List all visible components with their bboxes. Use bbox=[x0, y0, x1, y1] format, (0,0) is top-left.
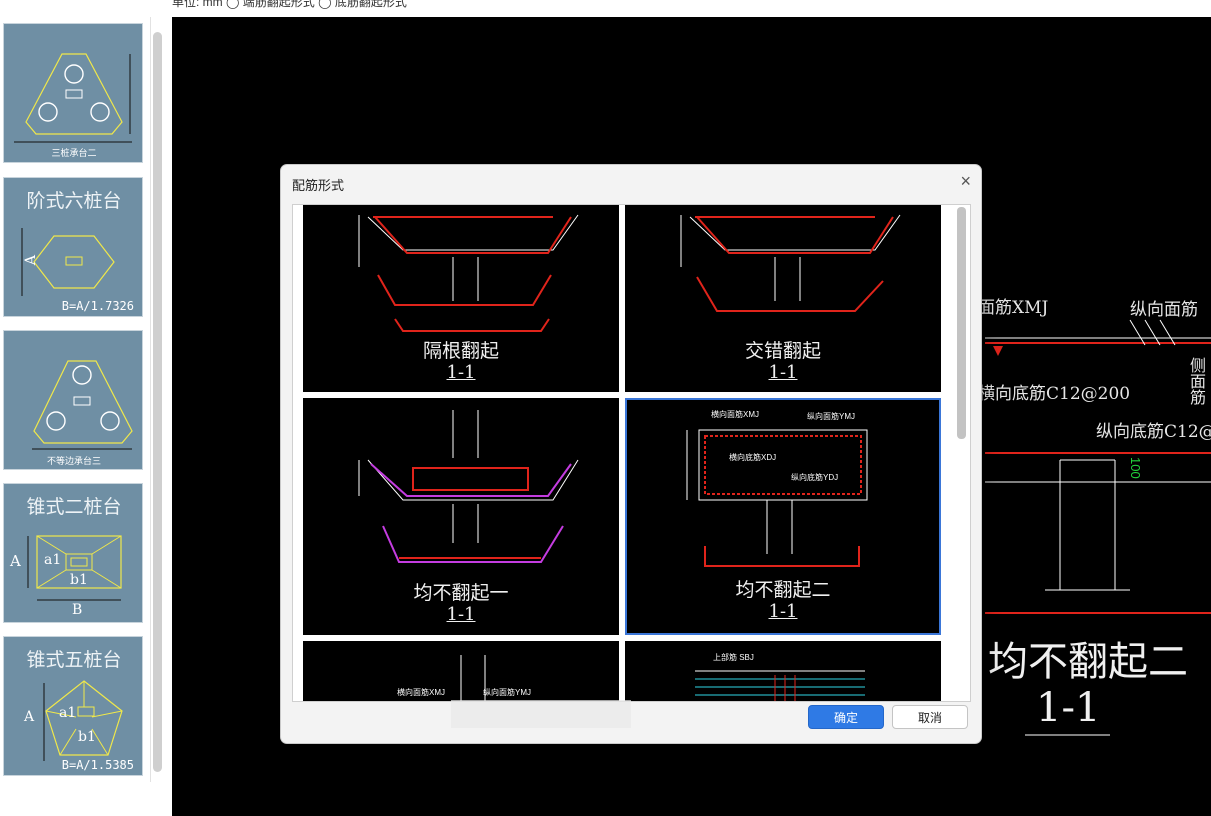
rebar-option-6[interactable]: 上部筋 SBJ bbox=[625, 641, 941, 701]
dialog-title: 配筋形式 bbox=[292, 178, 345, 193]
rebar-text-h-face: 横向面筋XMJ bbox=[711, 410, 759, 419]
rebar-option-section: 1-1 bbox=[768, 362, 798, 383]
thumb-b-label: B bbox=[72, 602, 83, 618]
rebar-text-v-bottom: 纵向底筋YDJ bbox=[791, 473, 839, 482]
thumb-a-label: A bbox=[10, 552, 21, 570]
cad-longitudinal-bottom-label: 纵向底筋C12@ bbox=[1096, 422, 1211, 442]
rebar-text-h-face: 横向面筋XMJ bbox=[397, 688, 445, 697]
thumb-b1-label: b1 bbox=[78, 729, 96, 745]
rebar-option-label: 隔根翻起 bbox=[422, 340, 499, 362]
rebar-form-options: 隔根翻起 1-1 交错翻起 1-1 bbox=[292, 204, 971, 702]
rebar-form-dialog: 配筋形式 × 隔根翻起 1-1 bbox=[280, 164, 982, 744]
rebar-text-h-bottom: 横向底筋XDJ bbox=[729, 453, 777, 462]
thumb-title: 阶式六桩台 bbox=[26, 190, 122, 212]
pile-cap-thumb-5[interactable]: 锥式五桩台 A a1 b1 B=A/1.5385 bbox=[3, 636, 143, 776]
thumb-a-label: A bbox=[23, 254, 40, 266]
rebar-option-section: 1-1 bbox=[446, 604, 476, 625]
rebar-option-1[interactable]: 隔根翻起 1-1 bbox=[303, 205, 619, 392]
rebar-option-1-drawing bbox=[358, 214, 579, 332]
close-icon[interactable]: × bbox=[960, 171, 971, 191]
thumb-caption: 不等边承台三 bbox=[46, 456, 101, 466]
hexagon-cap-diagram bbox=[21, 228, 115, 296]
rebar-option-3-drawing bbox=[358, 410, 579, 563]
dialog-scrollbar[interactable] bbox=[957, 207, 966, 439]
left-panel-scrollbar[interactable] bbox=[153, 32, 162, 772]
thumb-a-label: A bbox=[24, 709, 35, 725]
rebar-option-3[interactable]: 均不翻起一 1-1 bbox=[303, 398, 619, 635]
rebar-option-4-selected[interactable]: 横向面筋XMJ 纵向面筋YMJ 横向底筋XDJ 纵向底筋YDJ 均不翻起二 1-… bbox=[627, 400, 939, 633]
confirm-button[interactable]: 确定 bbox=[808, 705, 884, 729]
unequal-triangle-cap-diagram bbox=[32, 360, 133, 450]
rebar-option-4-drawing bbox=[686, 429, 868, 567]
blurred-region bbox=[451, 700, 631, 728]
rebar-option-label: 均不翻起一 bbox=[413, 582, 509, 604]
thumb-title: 锥式二桩台 bbox=[26, 496, 122, 518]
cone-two-pile-cap-diagram bbox=[27, 535, 122, 601]
cad-section-number: 1-1 bbox=[1036, 685, 1101, 731]
thumb-a1-label: a1 bbox=[44, 552, 62, 568]
cad-face-rebar-label: 面筋XMJ bbox=[978, 298, 1049, 318]
rebar-option-2-drawing bbox=[680, 214, 901, 312]
thumb-title: 锥式五桩台 bbox=[26, 649, 122, 671]
cad-longitudinal-face-label: 纵向面筋 bbox=[1130, 300, 1198, 320]
rebar-option-5[interactable]: 横向面筋XMJ 纵向面筋YMJ bbox=[303, 641, 619, 701]
thumb-footer: B=A/1.7326 bbox=[61, 299, 134, 313]
rebar-option-5-drawing bbox=[460, 655, 486, 701]
cad-dimension-label: 100 bbox=[1128, 457, 1143, 479]
rebar-option-6-drawing bbox=[695, 670, 865, 701]
thumb-a1-label: a1 bbox=[59, 705, 77, 721]
thumb-caption: 三桩承台二 bbox=[51, 148, 97, 158]
pile-cap-thumb-1[interactable]: 三桩承台二 bbox=[3, 23, 143, 163]
cancel-button[interactable]: 取消 bbox=[892, 705, 968, 729]
rebar-option-label: 交错翻起 bbox=[744, 340, 821, 362]
top-toolbar: 单位: mm ◯ 端筋翻起形式 ◯ 底筋翻起形式 bbox=[0, 0, 1211, 17]
triangle-cap-diagram bbox=[14, 53, 132, 143]
rebar-option-section: 1-1 bbox=[446, 362, 476, 383]
rebar-text-v-face: 纵向面筋YMJ bbox=[807, 412, 855, 421]
unit-options-text[interactable]: 单位: mm ◯ 端筋翻起形式 ◯ 底筋翻起形式 bbox=[172, 0, 407, 9]
pile-cap-thumb-3[interactable]: 不等边承台三 bbox=[3, 330, 143, 470]
cad-side-rebar-label: 侧面筋 bbox=[1187, 357, 1206, 405]
cone-five-pile-cap-diagram bbox=[43, 680, 123, 761]
thumb-footer: B=A/1.5385 bbox=[61, 758, 134, 772]
cad-horizontal-bottom-label: 横向底筋C12@200 bbox=[978, 384, 1131, 404]
thumb-b1-label: b1 bbox=[70, 572, 88, 588]
pile-cap-thumb-4[interactable]: 锥式二桩台 A a1 b1 B bbox=[3, 483, 143, 623]
pile-cap-thumb-2[interactable]: 阶式六桩台 A B=A/1.7326 bbox=[3, 177, 143, 317]
rebar-text-v-face: 纵向面筋YMJ bbox=[483, 688, 531, 697]
rebar-text-top: 上部筋 SBJ bbox=[713, 653, 754, 662]
rebar-option-section: 1-1 bbox=[768, 601, 798, 622]
pile-cap-type-list: 三桩承台二 阶式六桩台 A B=A/1.7326 不等边承台三 锥式二桩台 bbox=[0, 17, 151, 782]
rebar-option-label: 均不翻起二 bbox=[735, 579, 831, 601]
rebar-option-2[interactable]: 交错翻起 1-1 bbox=[625, 205, 941, 392]
cad-section-title: 均不翻起二 bbox=[988, 639, 1188, 685]
